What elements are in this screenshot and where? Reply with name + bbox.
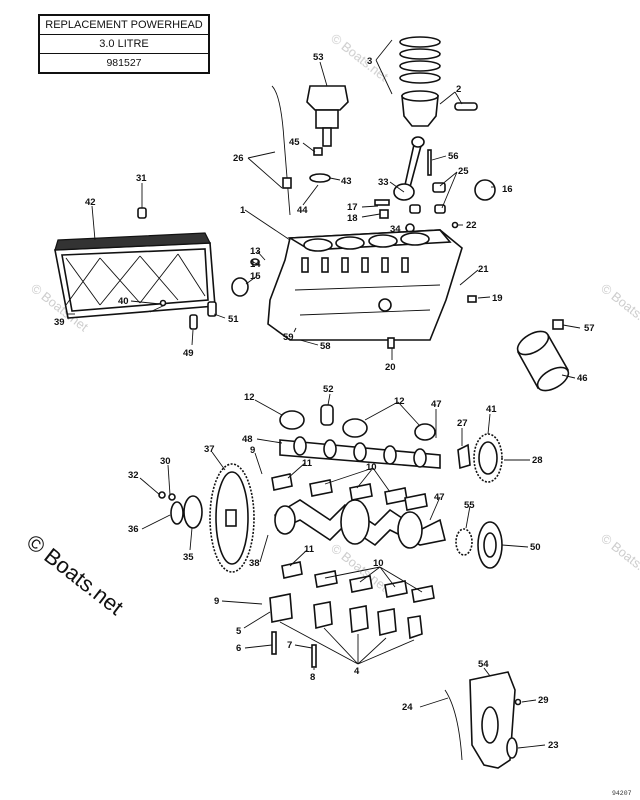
callout-5: 5 [236,626,242,637]
watermark-faint: © Boats.net [328,31,391,85]
callout-24: 24 [402,702,413,713]
callout-56: 56 [448,151,459,162]
piston-rings [399,36,441,84]
callout-22: 22 [466,220,477,231]
callout-23: 23 [548,740,559,751]
callout-45: 45 [289,137,300,148]
watermark-faint: © Boats.net [598,281,640,335]
flywheel [209,463,255,573]
title-part-number: 981527 [106,57,142,69]
callout-12b: 12 [394,396,405,407]
callout-49: 49 [183,348,194,359]
callout-51: 51 [228,314,239,325]
callout-6: 6 [236,643,241,654]
callout-15: 15 [250,271,261,282]
callout-28: 28 [532,455,543,466]
callout-40: 40 [118,296,129,307]
callout-43: 43 [341,176,352,187]
callout-37: 37 [204,444,215,455]
callout-4: 4 [354,666,360,677]
callout-47a: 47 [431,399,442,410]
callout-55: 55 [464,500,475,511]
callout-3: 3 [367,56,372,67]
callout-39: 39 [54,317,65,328]
callout-10a: 10 [366,462,377,473]
callout-35: 35 [183,552,194,563]
cylinder-block [267,229,463,349]
dipstick [271,85,292,216]
callout-42: 42 [85,197,96,208]
callout-2: 2 [456,84,461,95]
callout-19: 19 [492,293,503,304]
title-litre: 3.0 LITRE [40,35,208,54]
drawing-code: 94207 [612,790,632,797]
timing-gear-cam [457,433,503,483]
callout-12a: 12 [244,392,255,403]
callout-41: 41 [486,404,497,415]
callout-8: 8 [310,672,315,683]
callout-36: 36 [128,524,139,535]
callout-9b: 9 [214,596,219,607]
callout-1: 1 [240,205,246,216]
watermark-faint: © Boats.net [598,531,640,585]
callout-9a: 9 [250,445,255,456]
leader-lines [68,39,581,749]
callout-44: 44 [297,205,308,216]
callout-58: 58 [320,341,331,352]
right-fittings [467,295,564,330]
callout-32: 32 [128,470,139,481]
camshaft [279,404,441,469]
callout-13: 13 [250,246,261,257]
callout-33: 33 [378,177,389,188]
sensor-parts-left [149,299,217,330]
timing-cover [444,671,522,769]
callout-48: 48 [242,434,253,445]
callout-18: 18 [347,213,358,224]
callout-30: 30 [160,456,171,467]
callout-17: 17 [347,202,358,213]
callout-53: 53 [313,52,324,63]
rear-seal-housing [158,491,203,529]
callout-47b: 47 [434,492,445,503]
callout-10b: 10 [373,558,384,569]
distributor [306,85,349,156]
callout-59: 59 [283,332,294,343]
main-caps [269,593,423,668]
callout-27: 27 [457,418,468,429]
callout-14: 14 [250,259,261,270]
callout-38: 38 [249,558,260,569]
callout-25: 25 [458,166,469,177]
watermark-main: © Boats.net [22,529,128,620]
piston [401,90,478,127]
main-bearing-upper [271,473,428,511]
callout-7: 7 [287,640,292,651]
callout-16: 16 [502,184,513,195]
main-bearing-lower [281,561,435,603]
callout-34: 34 [390,224,401,235]
title-heading: REPLACEMENT POWERHEAD [40,16,208,35]
callout-11a: 11 [302,458,313,469]
callout-29: 29 [538,695,549,706]
callout-11b: 11 [304,544,315,555]
cam-bearings [279,410,436,441]
callout-46: 46 [577,373,588,384]
callout-20: 20 [385,362,396,373]
callout-54: 54 [478,659,489,670]
callout-57: 57 [584,323,595,334]
callout-50: 50 [530,542,541,553]
callout-31: 31 [136,173,147,184]
small-parts-top [137,173,459,297]
callout-26: 26 [233,153,244,164]
title-box: REPLACEMENT POWERHEAD 3.0 LITRE 981527 [38,14,210,74]
callout-21: 21 [478,264,489,275]
side-cover [54,232,216,319]
crank-gear-damper [455,521,503,569]
oil-filter [516,330,570,392]
callout-52: 52 [323,384,334,395]
crankshaft [274,499,446,549]
callout-labels: 53 3 2 26 45 56 31 43 33 25 16 42 44 17 … [54,52,595,751]
